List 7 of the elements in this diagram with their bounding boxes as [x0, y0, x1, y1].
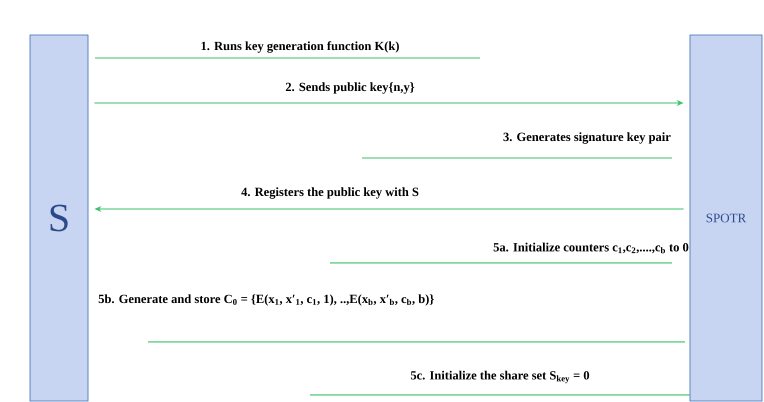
actor-box: S — [30, 34, 88, 402]
step-label: 5c. Initialize the share set S$_{key}$ = 0 — [410, 370, 590, 384]
step-label: 1. Runs key generation function K(k) — [202, 41, 399, 53]
actor-box: SPOTR — [690, 34, 762, 402]
edge-label: 2. Sends public key{n,y} — [286, 82, 414, 94]
step-label: 3. Generates signature key pair — [503, 132, 671, 144]
edge-label: 4. Registers the public key with S — [241, 187, 418, 199]
